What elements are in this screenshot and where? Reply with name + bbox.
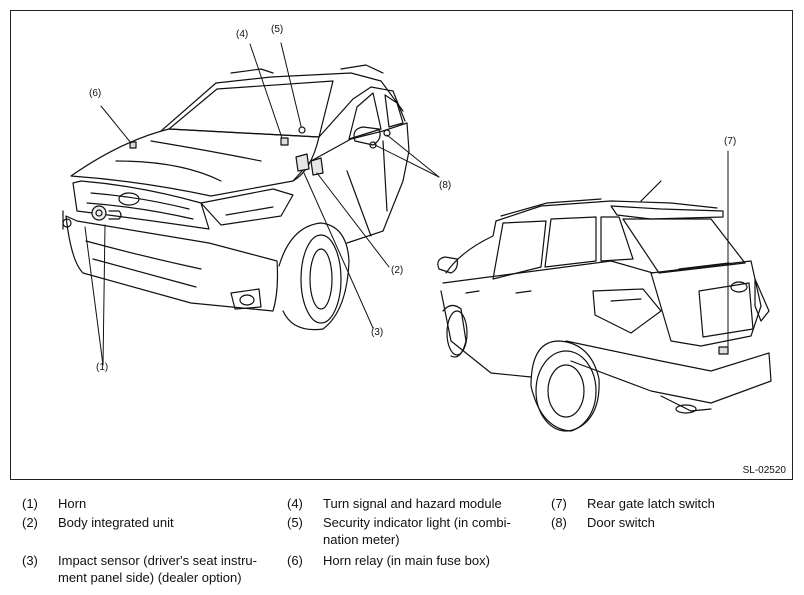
legend: (1) Horn (2) Body integrated unit (3) Im… [0,490,804,595]
callout-2: (2) [391,265,403,276]
legend-item-impact-sensor: (3) Impact sensor (driver's seat instru-… [22,552,273,586]
diagram-frame: (1) (2) (3) (4) (5) (6) (7) (8) SL-02520 [10,10,793,480]
legend-number: (4) [287,496,303,511]
callout-3: (3) [371,327,383,338]
callout-7: (7) [724,136,736,147]
legend-item-door-switch: (8) Door switch [551,514,787,531]
legend-item-security-indicator-light: (5) Security indicator light (in combi-n… [287,514,528,548]
legend-number: (6) [287,553,303,568]
figure-id: SL-02520 [742,465,786,476]
callout-labels: (1) (2) (3) (4) (5) (6) (7) (8) [89,24,736,373]
legend-number: (2) [22,515,38,530]
callout-8: (8) [439,180,451,191]
legend-item-horn: (1) Horn [22,495,258,512]
legend-text: Turn signal and hazard module [323,496,502,511]
leader-lines [84,42,729,366]
callout-4: (4) [236,29,248,40]
callout-5: (5) [271,24,283,35]
vehicle-illustration: (1) (2) (3) (4) (5) (6) (7) (8) [62,24,772,432]
callout-1: (1) [96,362,108,373]
legend-number: (7) [551,496,567,511]
callout-6: (6) [89,88,101,99]
front-vehicle-drawing [62,64,410,331]
legend-text: Door switch [587,515,655,530]
legend-text: Security indicator light (in combi-natio… [323,515,511,547]
legend-text: Rear gate latch switch [587,496,715,511]
legend-text: Horn [58,496,87,511]
legend-text: Horn relay (in main fuse box) [323,553,490,568]
legend-number: (1) [22,496,38,511]
legend-number: (3) [22,553,38,568]
legend-text: Impact sensor (driver's seat instru-ment… [58,553,257,585]
legend-item-horn-relay: (6) Horn relay (in main fuse box) [287,552,523,569]
legend-number: (5) [287,515,303,530]
legend-item-turn-signal-module: (4) Turn signal and hazard module [287,495,538,512]
legend-item-body-integrated-unit: (2) Body integrated unit [22,514,258,531]
legend-number: (8) [551,515,567,530]
legend-text: Body integrated unit [58,515,174,530]
rear-vehicle-drawing [437,180,772,432]
legend-item-rear-gate-latch-switch: (7) Rear gate latch switch [551,495,787,512]
